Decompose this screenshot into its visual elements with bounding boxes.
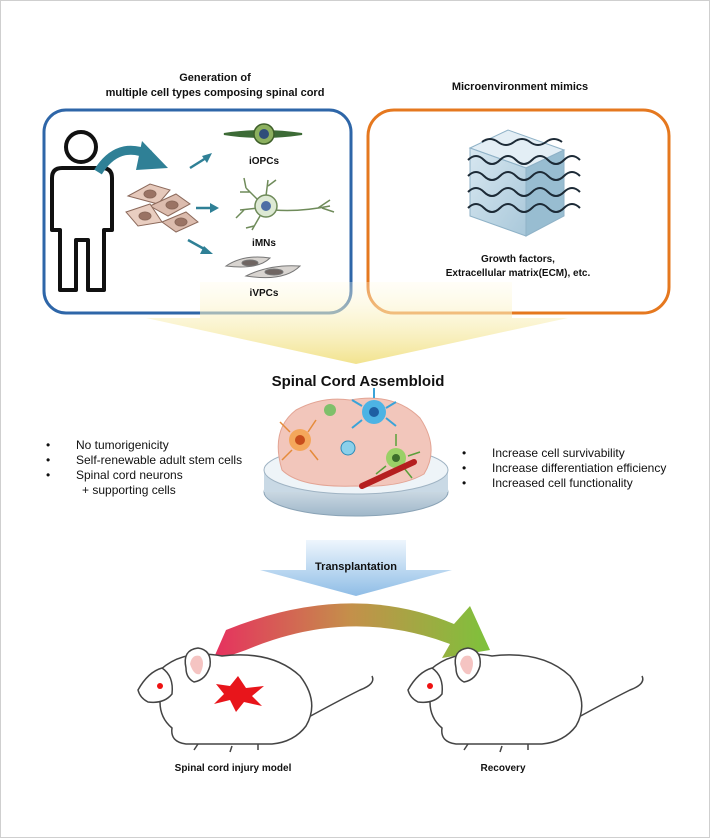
assembloid-benefits-list: Increase cell survivability Increase dif… <box>462 446 666 491</box>
cell-label-iopcs: iOPCs <box>248 156 280 167</box>
fibroblast-cluster-icon <box>125 183 199 233</box>
cell-label-imns: iMNs <box>252 238 276 249</box>
recovered-mouse-icon <box>407 647 644 753</box>
generation-box <box>42 108 353 315</box>
benefit-item: Increased cell functionality <box>462 476 666 491</box>
assembloid-dish-icon <box>263 388 449 517</box>
microenvironment-title: Microenvironment mimics <box>451 81 589 93</box>
recovery-arc-arrow <box>212 603 490 662</box>
advantage-item-continued: + supporting cells <box>82 483 176 497</box>
injured-mouse-icon <box>137 647 374 753</box>
transplantation-label: Transplantation <box>315 561 397 573</box>
generation-title-line1: Generation of <box>179 72 251 84</box>
vascular-cell-icon <box>224 256 302 279</box>
motor-neuron-icon <box>235 177 335 231</box>
ecm-caption-line2: Extracellular matrix(ECM), etc. <box>445 268 591 279</box>
benefit-item: Increase cell survivability <box>462 446 666 461</box>
injury-model-label: Spinal cord injury model <box>174 763 292 774</box>
benefit-item: Increase differentiation efficiency <box>462 461 666 476</box>
ecm-cube-icon <box>467 129 581 237</box>
advantage-item: Spinal cord neurons <box>46 468 242 483</box>
human-icon <box>50 130 114 292</box>
cell-label-ivpcs: iVPCs <box>249 288 279 299</box>
generation-title-line2: multiple cell types composing spinal cor… <box>105 87 325 99</box>
advantage-item: Self-renewable adult stem cells <box>46 453 242 468</box>
convergence-arrow <box>146 282 568 364</box>
opc-cell-icon <box>223 123 303 145</box>
curved-arrowhead-icon <box>136 141 168 170</box>
transplantation-arrow <box>260 540 452 596</box>
differentiation-arrows <box>187 153 219 254</box>
ecm-caption-line1: Growth factors, <box>481 254 555 265</box>
assembloid-title: Spinal Cord Assembloid <box>271 373 445 390</box>
advantage-item: No tumorigenicity <box>46 438 242 453</box>
recovery-label: Recovery <box>480 763 526 774</box>
assembloid-advantages-list: No tumorigenicity Self-renewable adult s… <box>46 438 242 498</box>
